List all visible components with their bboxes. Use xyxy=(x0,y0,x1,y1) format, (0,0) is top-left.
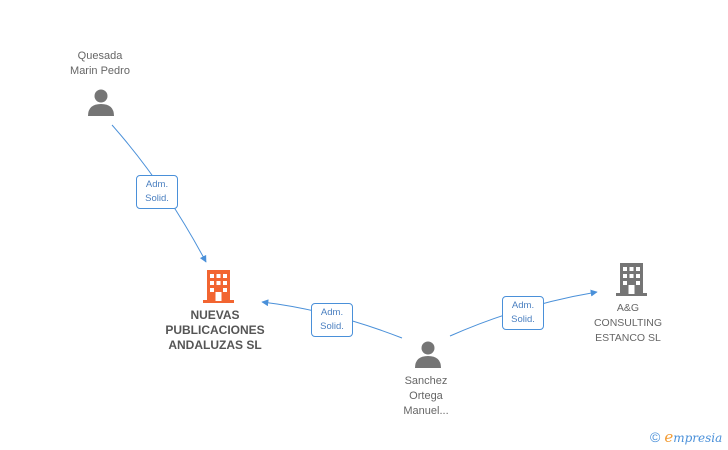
node-label-line: ESTANCO SL xyxy=(595,332,661,344)
relation-badge[interactable]: Adm. Solid. xyxy=(136,175,178,209)
person-icon[interactable] xyxy=(415,341,441,369)
copyright-icon: © xyxy=(650,429,661,445)
relation-line: Adm. xyxy=(145,179,169,190)
node-label-line: CONSULTING xyxy=(593,317,663,329)
relation-line: Adm. xyxy=(320,307,344,318)
building-icon[interactable] xyxy=(616,263,647,296)
relation-badge[interactable]: Adm. Solid. xyxy=(311,303,353,337)
relation-line: Solid. xyxy=(511,314,535,325)
node-label-line: Ortega xyxy=(409,390,443,402)
empresia-watermark: © empresia xyxy=(650,428,722,446)
node-label-quesada[interactable]: Quesada Marin Pedro xyxy=(50,49,150,79)
node-label-line: A&G xyxy=(616,302,640,314)
node-label-sanchez[interactable]: Sanchez Ortega Manuel... xyxy=(380,374,472,419)
brand-text: mpresia xyxy=(673,431,723,445)
node-label-line: Quesada xyxy=(77,50,123,62)
node-label-line: ANDALUZAS SL xyxy=(168,338,262,352)
relation-line: Solid. xyxy=(320,321,344,332)
building-icon[interactable] xyxy=(203,270,234,303)
node-label-nuevas[interactable]: NUEVAS PUBLICACIONES ANDALUZAS SL xyxy=(154,308,276,353)
node-label-line: Sanchez xyxy=(404,375,448,387)
relation-line: Adm. xyxy=(511,300,535,311)
node-label-line: Manuel... xyxy=(403,405,449,417)
person-icon[interactable] xyxy=(88,89,114,117)
brand-letter: e xyxy=(664,428,674,446)
brand-logo: empresia xyxy=(664,428,722,446)
relation-line: Solid. xyxy=(145,193,169,204)
node-label-line: Marin Pedro xyxy=(70,65,130,77)
relation-badge[interactable]: Adm. Solid. xyxy=(502,296,544,330)
node-label-line: NUEVAS xyxy=(190,308,240,322)
node-label-line: PUBLICACIONES xyxy=(165,323,265,337)
node-label-ag[interactable]: A&G CONSULTING ESTANCO SL xyxy=(582,301,674,346)
